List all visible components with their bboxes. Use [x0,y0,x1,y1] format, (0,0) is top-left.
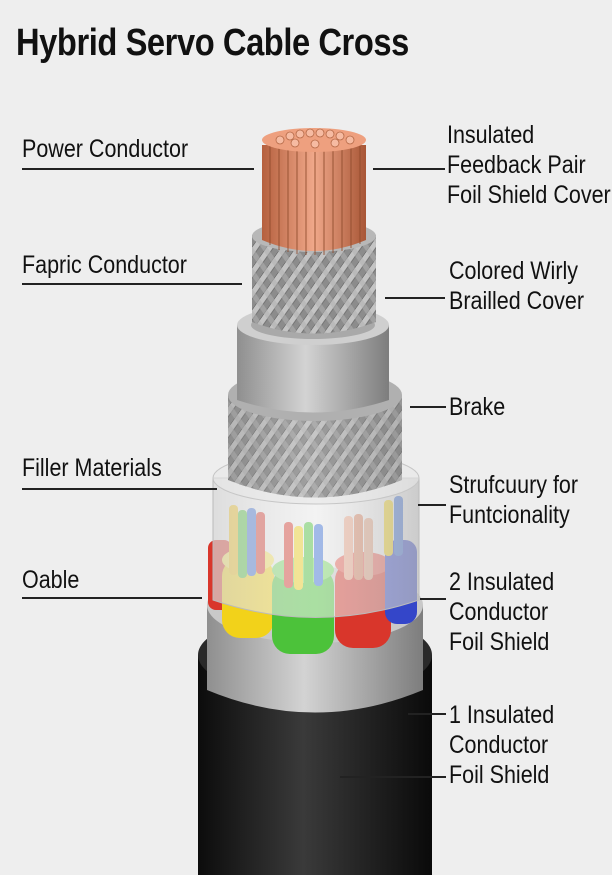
leader-line-feedback-pair [373,168,445,170]
leader-line-wirly-cover [385,297,445,299]
label-two-insulated-conductor: 2 Insulated Conductor Foil Shield [449,568,555,656]
leader-line-one-insulated-bottom [340,776,446,778]
label-insulated-feedback-pair: Insulated Feedback Pair Foil Shield Cove… [447,121,611,209]
leader-line-brake [410,406,446,408]
label-colored-wirly-cover: Colored Wirly Brailled Cover [449,257,585,315]
label-filler-materials: Filler Materials [22,454,162,482]
page-title: Hybrid Servo Cable Cross [16,22,409,64]
label-brake: Brake [449,393,506,421]
leader-line-two-insulated [420,598,446,600]
label-power-conductor: Power Conductor [22,135,189,163]
leader-line-filler-materials [22,488,217,490]
copper-strands [262,128,366,255]
label-structure-functionality: Strufcuury for Funtcionality [449,471,579,529]
leader-line-oable [22,597,202,599]
label-fapric-conductor: Fapric Conductor [22,251,187,279]
leader-line-fapric-conductor [22,283,242,285]
leader-line-structure [418,504,446,506]
label-one-insulated-conductor: 1 Insulated Conductor Foil Shield [449,701,555,789]
leader-line-one-insulated [408,713,446,715]
label-oable: Oable [22,566,80,594]
leader-line-power-conductor [22,168,254,170]
